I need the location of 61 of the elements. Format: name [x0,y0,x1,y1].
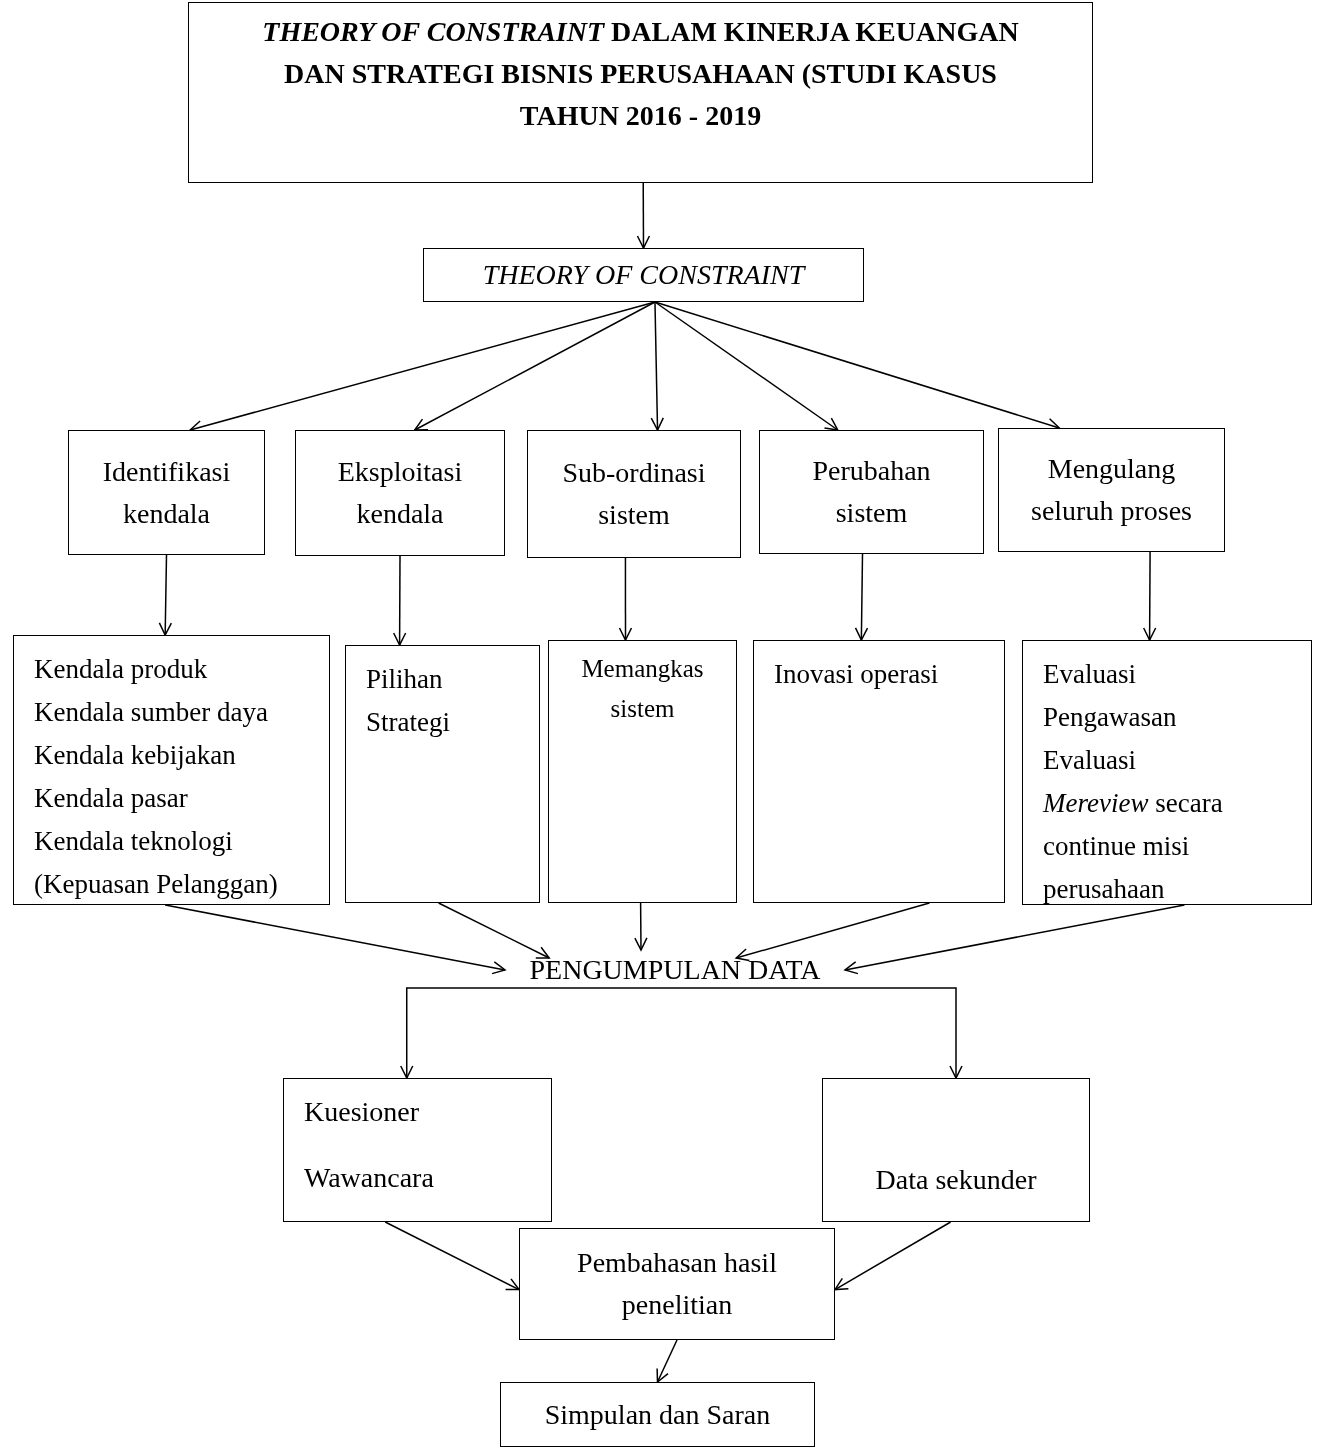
arrow [636,182,651,249]
box-text: Perubahan sistem [811,454,932,530]
arrow [413,301,656,431]
arrow [844,904,1186,975]
box-text: Data sekunder [875,1163,1037,1197]
box-text: Evaluasi [1043,744,1136,777]
box-text: Kendala teknologi [34,825,233,858]
process-box [753,640,1005,903]
box-text: THEORY OF CONSTRAINT [482,258,805,292]
arrow [384,1221,520,1291]
process-box [68,430,265,555]
box-text: Simpulan dan Saran [544,1397,771,1432]
process-box [527,430,741,558]
section-heading: PENGUMPULAN DATA [505,950,845,990]
process-box [759,430,984,554]
process-box [1022,640,1312,905]
box-text: Sub-ordinasi sistem [561,456,707,532]
arrow [634,902,648,951]
box-text: Kuesioner [304,1095,420,1129]
process-box [283,1078,552,1222]
process-box [345,645,540,903]
box-text: Inovasi operasi [774,658,939,691]
arrow [674,987,963,1079]
box-text: Kendala sumber daya [34,696,268,729]
arrow [392,555,407,646]
box-text: Kendala kebijakan [34,739,236,772]
box-text: Identifikasi kendala [101,454,232,531]
process-box [548,640,737,903]
arrow [158,554,173,636]
process-box [519,1228,835,1340]
process-box [295,430,505,556]
box-text: Memangkas sistem [580,654,705,724]
arrow [400,987,676,1079]
arrow [654,301,839,431]
arrow [854,553,869,641]
arrow [1142,551,1157,641]
arrow [164,904,506,975]
arrow [735,902,931,962]
process-box [13,635,330,905]
process-box [423,248,864,302]
box-text: Evaluasi [1043,658,1136,691]
box-text: Eksploitasi kendala [336,455,464,531]
box-text: THEORY OF CONSTRAINT DALAM KINERJA KEUANGAN DAN STRATEGI BISNIS PERUSAHAAN (STUDI KASUS TAHUN 2016 - 2019 [261,15,1020,133]
box-text: Mereview secara continue misi perusahaan [1043,787,1224,906]
arrow [650,301,665,431]
process-box [500,1382,815,1447]
process-box [998,428,1225,552]
box-text: Kendala produk [34,653,208,686]
box-text: Pengawasan [1043,701,1177,734]
box-text: Pilihan Strategi [366,663,451,739]
box-text: Wawancara [304,1161,434,1195]
box-text: Pembahasan hasil penelitian [576,1246,778,1322]
process-box [822,1078,1090,1222]
box-text: Mengulang seluruh proses [1030,452,1193,528]
arrow [437,902,550,959]
process-box [188,2,1093,183]
arrow [834,1221,952,1291]
arrow [656,1339,678,1383]
box-text: (Kepuasan Pelanggan) [34,868,278,901]
arrow [618,557,633,641]
box-text: Kendala pasar [34,782,188,815]
